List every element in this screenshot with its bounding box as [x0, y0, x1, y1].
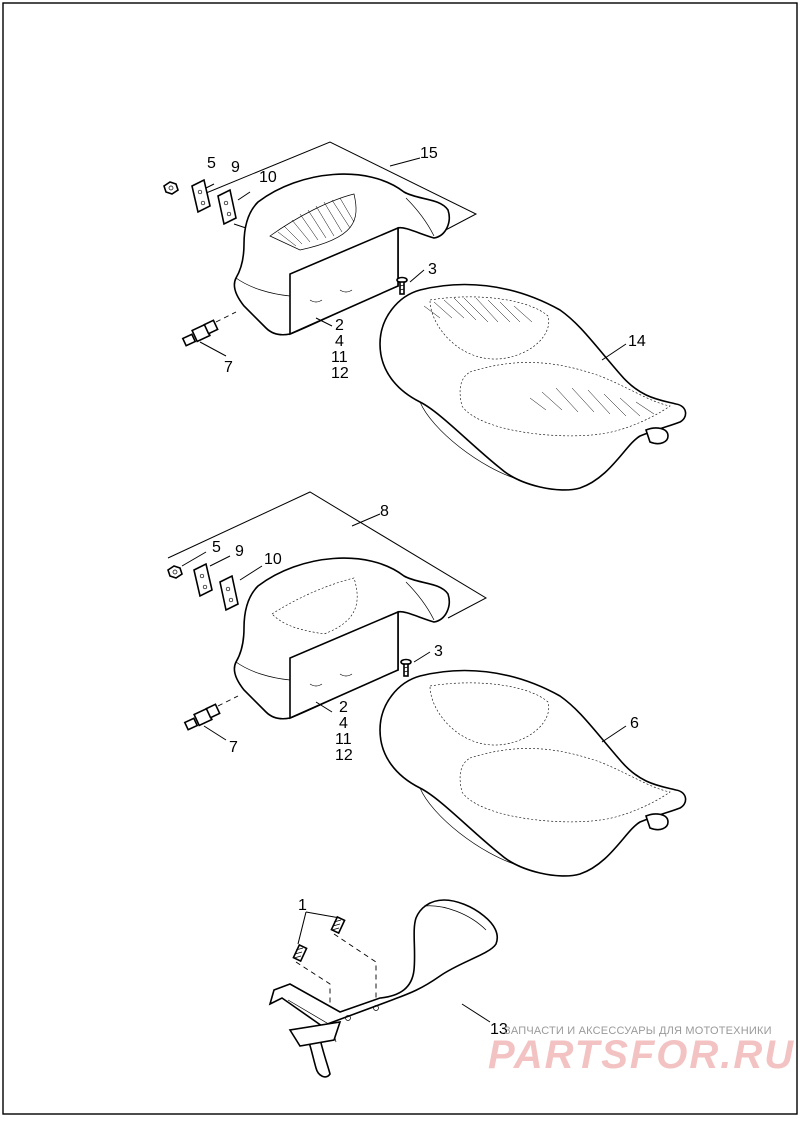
nut-5-middle: [167, 551, 207, 579]
seat-6: [379, 669, 687, 877]
middle-assembly: 5 9 10 8 3 6 2 4 11 12 7: [167, 491, 687, 877]
backrest-middle: [233, 557, 450, 720]
bracket-plate-10-upper: [217, 188, 251, 229]
bracket-plate-9-middle: [193, 555, 231, 598]
screw-1-right: [330, 915, 346, 935]
stud-7-middle: [183, 695, 239, 741]
callout-14: 14: [628, 333, 646, 350]
stud-7-upper: [181, 311, 237, 357]
screw-3-upper: [396, 269, 425, 295]
backrest-upper: [233, 173, 450, 336]
callout-9: 9: [231, 159, 240, 176]
watermark-tagline: ЗАПЧАСТИ И АКСЕССУАРЫ ДЛЯ МОТОТЕХНИКИ: [504, 1025, 772, 1037]
upper-assembly: 5 9 10 15 3 14 2 4 11 12 7: [163, 141, 687, 491]
bracket-plate-9-upper: [191, 178, 215, 214]
watermark: ЗАПЧАСТИ И АКСЕССУАРЫ ДЛЯ МОТОТЕХНИКИ PA…: [488, 1025, 795, 1077]
callout-4: 4: [335, 333, 344, 350]
callout-7: 7: [229, 739, 238, 756]
callout-8: 8: [380, 503, 389, 520]
seat-14: [379, 283, 687, 491]
callout-2: 2: [335, 317, 344, 334]
callout-5: 5: [212, 539, 221, 556]
callout-10: 10: [264, 551, 282, 568]
callout-10: 10: [259, 169, 277, 186]
callout-9: 9: [235, 543, 244, 560]
callout-3: 3: [428, 261, 437, 278]
callout-15: 15: [420, 145, 438, 162]
callout-6: 6: [630, 715, 639, 732]
callout-5: 5: [207, 155, 216, 172]
callout-11: 11: [335, 731, 352, 748]
backrest-frame-13: [268, 899, 499, 1078]
callout-2: 2: [339, 699, 348, 716]
callout-12: 12: [331, 365, 349, 382]
callout-3: 3: [434, 643, 443, 660]
callout-7: 7: [224, 359, 233, 376]
watermark-logo: PARTSFOR.RU: [488, 1033, 795, 1077]
lower-assembly: 1 13: [268, 897, 508, 1078]
bracket-8: [167, 491, 488, 619]
screw-1-left: [292, 943, 308, 963]
bracket-15: [193, 141, 478, 235]
callout-4: 4: [339, 715, 348, 732]
screw-3-middle: [400, 651, 431, 677]
callout-13: 13: [490, 1021, 508, 1038]
bracket-plate-10-middle: [219, 565, 263, 612]
callout-12: 12: [335, 747, 353, 764]
callout-11: 11: [331, 349, 348, 366]
callout-1: 1: [298, 897, 307, 914]
nut-5-upper: [163, 181, 179, 195]
